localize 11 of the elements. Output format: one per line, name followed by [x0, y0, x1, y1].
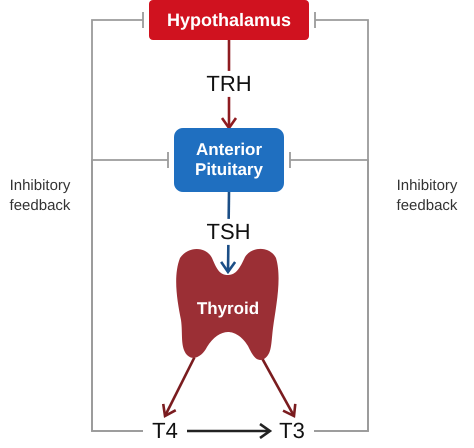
- feedback-note: Inhibitory feedback: [8, 176, 72, 216]
- process-box: Anterior Pituitary: [174, 128, 284, 192]
- arrow: [162, 356, 196, 418]
- hormone-label: T4: [145, 416, 185, 446]
- inhibition-line: [289, 151, 369, 432]
- process-box: Hypothalamus: [149, 0, 309, 40]
- feedback-note: Inhibitory feedback: [396, 176, 458, 216]
- hormone-label: T3: [272, 416, 312, 446]
- arrow: [187, 422, 272, 440]
- inhibition-line: [91, 151, 169, 432]
- arrow: [260, 356, 297, 418]
